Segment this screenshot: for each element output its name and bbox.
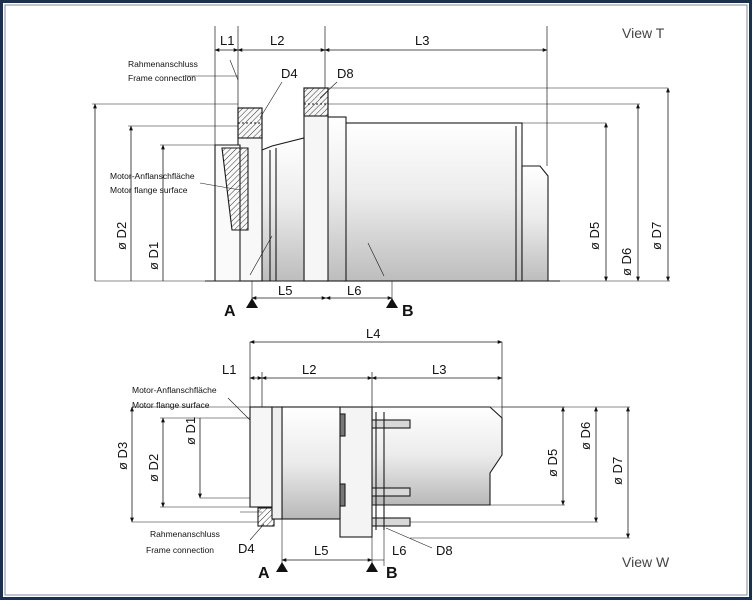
bottom-dim-d7: ø D7: [610, 457, 625, 485]
top-dim-l2: L2: [270, 33, 284, 48]
top-frame-en: Frame connection: [128, 73, 196, 83]
top-flange-en: Motor flange surface: [110, 185, 188, 195]
bottom-dim-d8: D8: [436, 543, 453, 558]
bottom-dim-l6: L6: [392, 543, 406, 558]
bottom-section-a-marker: [276, 562, 288, 572]
bottom-section-b-marker: [366, 562, 378, 572]
top-dim-d2: ø D2: [114, 222, 129, 250]
top-shoulder: [325, 116, 347, 282]
top-dim-d8: D8: [337, 66, 354, 81]
bottom-dim-l1: L1: [222, 362, 236, 377]
top-section-b: B: [402, 303, 414, 320]
top-flange-de: Motor-Anflanschfläche: [110, 171, 195, 181]
top-dim-d6: ø D6: [619, 248, 634, 276]
inner-frame: [4, 4, 748, 596]
top-dim-d5: ø D5: [587, 222, 602, 250]
top-dim-d1: ø D1: [146, 242, 161, 270]
bottom-view: [130, 340, 630, 566]
top-dim-l6: L6: [347, 283, 361, 298]
top-frame-de: Rahmenanschluss: [128, 59, 198, 69]
bottom-motor-flange: [249, 406, 273, 508]
top-section-b-marker: [386, 298, 398, 308]
bottom-flange-en: Motor flange surface: [132, 400, 210, 410]
bottom-frame-en: Frame connection: [146, 545, 214, 555]
top-big-flange: [303, 87, 329, 282]
top-dim-l3: L3: [415, 33, 429, 48]
top-end-cap: [521, 165, 549, 282]
bottom-dim-l4: L4: [366, 326, 380, 341]
bottom-section-a: A: [258, 565, 270, 582]
top-adapter: [261, 137, 305, 282]
bottom-housing: [371, 406, 503, 506]
top-section-a: A: [224, 303, 236, 320]
view-w-label: View W: [622, 554, 670, 570]
bottom-dim-l5: L5: [314, 543, 328, 558]
top-dim-d4: D4: [281, 66, 298, 81]
bottom-dim-d5: ø D5: [545, 449, 560, 477]
top-dim-l5: L5: [278, 283, 292, 298]
view-t-label: View T: [622, 25, 665, 41]
bottom-frame-de: Rahmenanschluss: [150, 529, 220, 539]
bottom-dim-d4: D4: [238, 541, 255, 556]
bottom-body: [281, 406, 341, 520]
bottom-dim-d1: ø D1: [183, 417, 198, 445]
top-dim-d7: ø D7: [649, 222, 664, 250]
top-main-cylinder: [343, 122, 523, 282]
bottom-dim-d2: ø D2: [146, 454, 161, 482]
bottom-dim-l3: L3: [432, 362, 446, 377]
bottom-flange-de: Motor-Anflanschfläche: [132, 385, 217, 395]
bottom-dim-d6: ø D6: [578, 422, 593, 450]
bottom-dim-d3: ø D3: [115, 442, 130, 470]
bottom-dim-l2: L2: [302, 362, 316, 377]
top-dim-l1: L1: [220, 33, 234, 48]
top-section-a-marker: [246, 298, 258, 308]
top-view: [92, 26, 670, 304]
bottom-section-b: B: [386, 565, 398, 582]
